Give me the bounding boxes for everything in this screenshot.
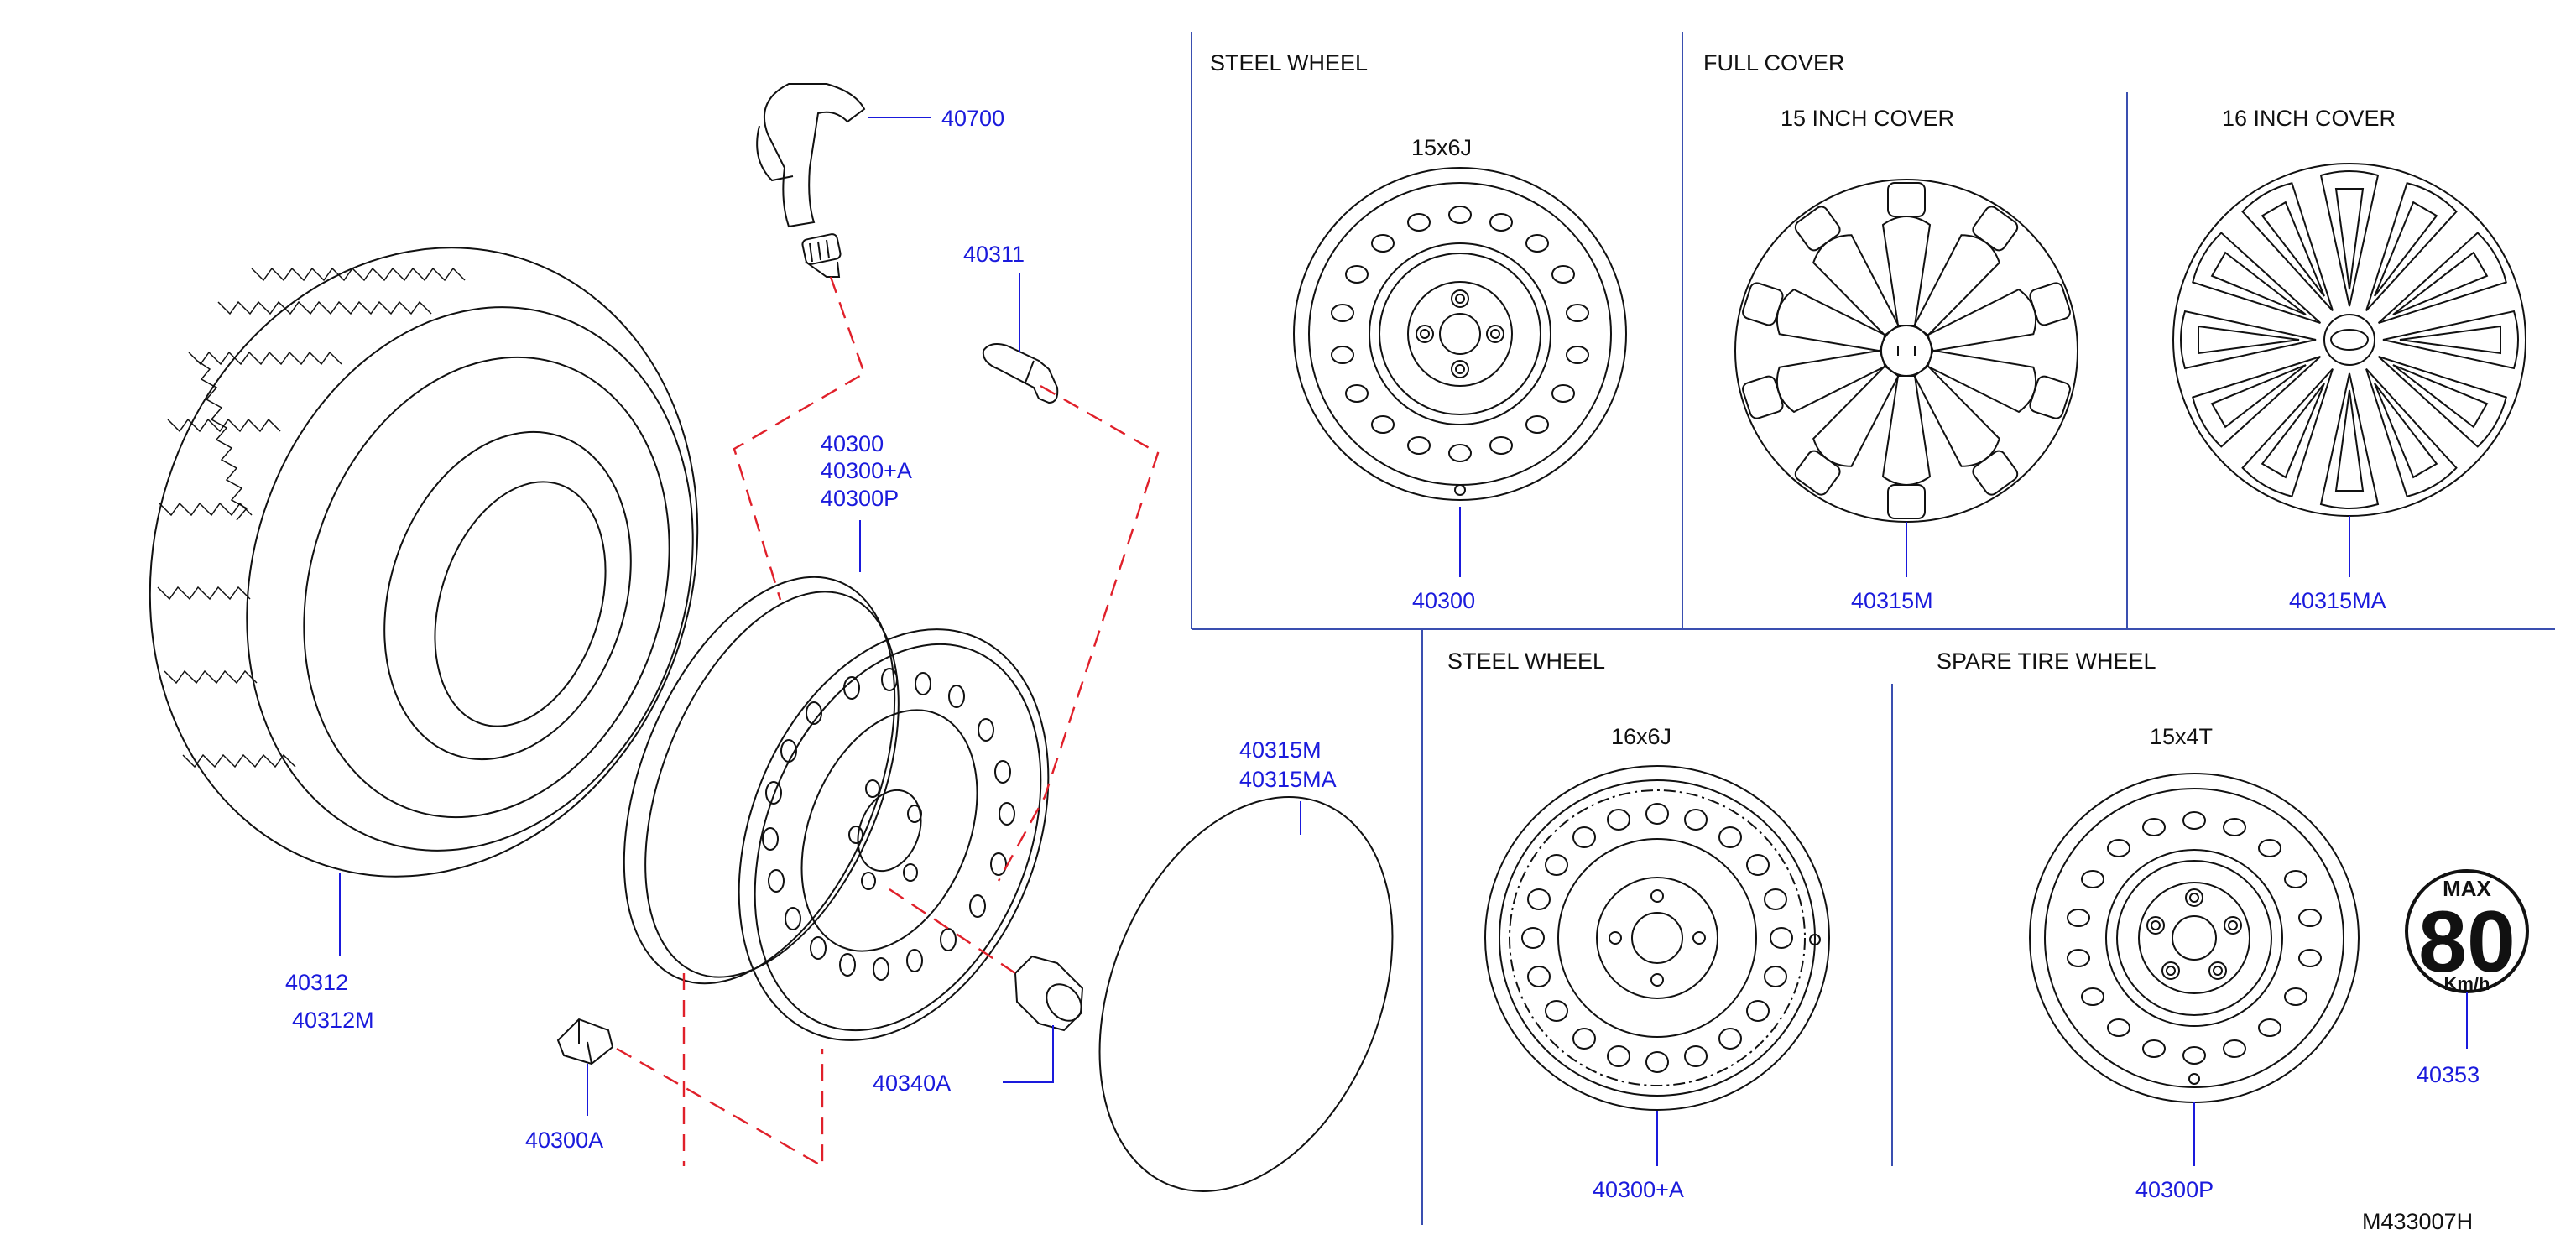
part-40312m-label: 40312M [292,1008,374,1033]
nut-drawing [1014,955,1084,1032]
part-40311-label: 40311 [963,242,1025,267]
spare-tire-wheel-title: SPARE TIRE WHEEL [1937,649,2156,674]
spare-tire-wheel-size: 15x4T [2150,724,2213,749]
steel-wheel-15-drawing [1293,167,1627,501]
speed-label-value: 80 [2418,893,2516,991]
cover-15-title: 15 INCH COVER [1781,106,1954,131]
tire-drawing [149,247,699,878]
part-40300-exploded-label: 40300 [821,431,884,456]
cover-16-title: 16 INCH COVER [2222,106,2396,131]
part-40300p-label: 40300P [2135,1177,2214,1202]
assembly-dashed-lines [616,276,1160,1169]
steel-wheel-bottom-size: 16x6J [1611,724,1671,749]
part-40340a-label: 40340A [873,1070,951,1096]
section-dividers [1191,32,2555,1225]
part-40300p-exploded-label: 40300P [821,486,899,511]
spare-wheel-drawing [2029,773,2360,1103]
part-40315ma-exploded-label: 40315MA [1239,767,1337,792]
speed-label-drawing: MAX 80 Km/h [2405,869,2529,994]
steel-wheel-top-size: 15x6J [1411,135,1472,160]
diagram-code: M433007H [2362,1209,2473,1234]
part-40315m-label: 40315M [1851,588,1933,613]
steel-wheel-top-title: STEEL WHEEL [1210,50,1368,76]
steel-wheel-16-drawing [1484,765,1830,1111]
full-cover-title: FULL COVER [1703,50,1845,76]
speed-label-unit: Km/h [2444,973,2490,994]
balance-weight-drawing [556,1018,614,1065]
cover-15-drawing [1734,179,2078,523]
part-40315m-exploded-label: 40315M [1239,737,1322,763]
cover-side-drawing [1098,796,1394,1192]
valve-drawing [982,343,1059,404]
steel-wheel-bottom-title: STEEL WHEEL [1447,649,1605,674]
part-40300a-plus-label: 40300+A [1593,1177,1684,1202]
part-40300-label: 40300 [1412,588,1475,613]
wheel-exploded-drawing [623,576,1050,1041]
speed-label-max: MAX [2443,876,2491,901]
part-40312-label: 40312 [285,970,348,995]
part-40300a-label: 40300A [525,1128,603,1153]
part-40700-label: 40700 [941,106,1004,131]
part-40353-label: 40353 [2417,1062,2480,1087]
tpms-sensor-drawing [756,83,866,278]
part-40300a-exploded-label: 40300+A [821,458,912,483]
part-40315ma-label: 40315MA [2289,588,2386,613]
cover-16-drawing [2172,163,2526,517]
